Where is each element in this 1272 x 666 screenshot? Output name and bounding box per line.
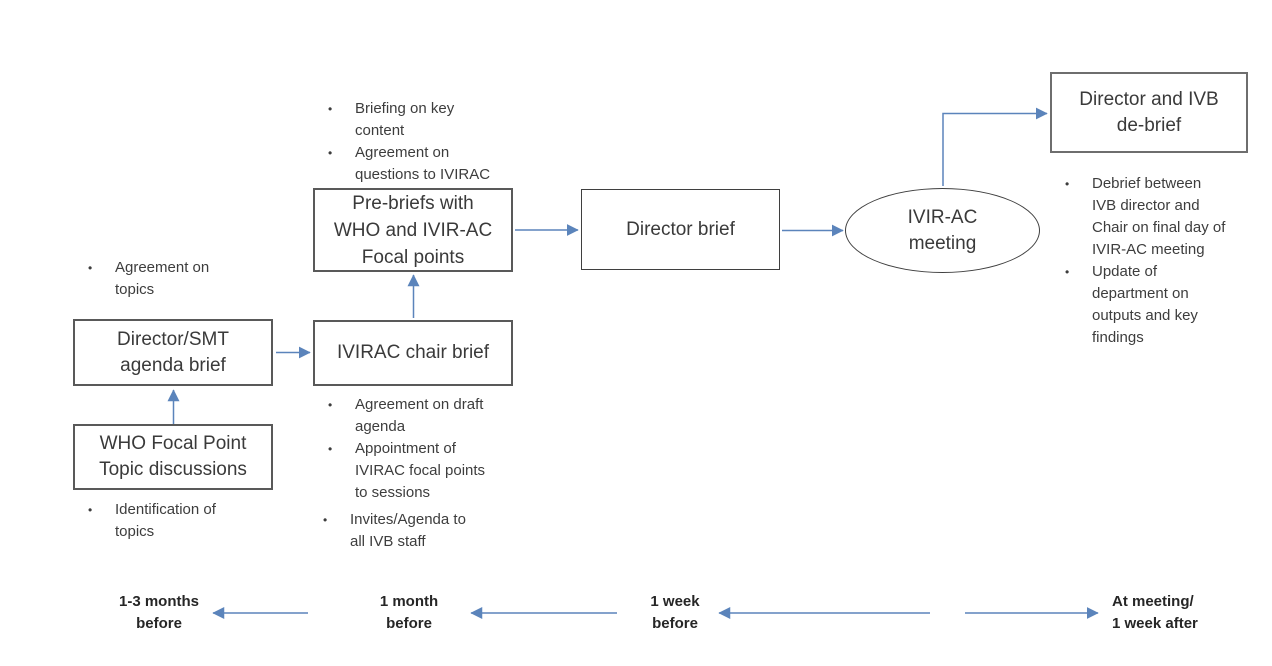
note-text: Agreement on draft agenda — [355, 396, 484, 435]
note-text: Invites/Agenda to all IVB staff — [350, 511, 466, 550]
node-director-ivb-debrief: Director and IVB de-brief — [1050, 72, 1248, 153]
timeline-label-1-week-before: 1 week before — [650, 593, 700, 632]
note-text: Debrief between IVB director and Chair o… — [1092, 175, 1226, 258]
bullet-icon: • — [1065, 265, 1070, 279]
timeline-label-1-month-before: 1 month before — [379, 593, 439, 632]
note-agreement-on-topics: • Agreement on topics — [88, 257, 268, 301]
bullet-icon: • — [1065, 177, 1070, 191]
note-chair-brief-bullets: • Agreement on draft agenda • Appointmen… — [328, 394, 528, 504]
timeline-label-at-meeting: At meeting/ 1 week after — [1112, 593, 1198, 632]
note-text: Agreement on topics — [115, 259, 210, 298]
note-text: Update of department on outputs and key … — [1092, 263, 1198, 346]
node-ivirac-chair-brief: IVIRAC chair brief — [313, 320, 513, 386]
bullet-icon: • — [88, 261, 93, 275]
bullet-icon: • — [328, 102, 333, 116]
node-pre-briefs: Pre-briefs with WHO and IVIR-AC Focal po… — [313, 188, 513, 272]
list-item: • Debrief between IVB director and Chair… — [1065, 173, 1260, 261]
list-item: • Agreement on topics — [88, 257, 268, 301]
list-item: • Agreement on draft agenda — [328, 394, 528, 438]
list-item: • Identification of topics — [88, 499, 268, 543]
list-item: • Briefing on key content — [328, 98, 528, 142]
node-who-focal-point-topics: WHO Focal Point Topic discussions — [73, 424, 273, 490]
note-text: Agreement on questions to IVIRAC — [355, 144, 491, 183]
timeline-label-1-3-months-before: 1-3 months before — [118, 593, 199, 632]
node-director-brief: Director brief — [581, 189, 780, 270]
note-text: Identification of topics — [115, 501, 216, 540]
node-director-smt-agenda-brief: Director/SMT agenda brief — [73, 319, 273, 386]
bullet-icon: • — [323, 513, 328, 527]
list-item: • Agreement on questions to IVIRAC — [328, 142, 528, 186]
bullet-icon: • — [328, 146, 333, 160]
node-ivirac-meeting: IVIR-AC meeting — [845, 188, 1040, 273]
list-item: • Invites/Agenda to all IVB staff — [323, 509, 523, 553]
bullet-icon: • — [88, 503, 93, 517]
note-invites-agenda: • Invites/Agenda to all IVB staff — [323, 509, 523, 553]
arrow-meeting-to-debrief — [942, 107, 1048, 186]
list-item: • Appointment of IVIRAC focal points to … — [328, 438, 528, 504]
note-text: Appointment of IVIRAC focal points to se… — [355, 440, 486, 501]
bullet-icon: • — [328, 442, 333, 456]
note-debrief-bullets: • Debrief between IVB director and Chair… — [1065, 173, 1260, 349]
list-item: • Update of department on outputs and ke… — [1065, 261, 1260, 349]
note-pre-briefs-bullets: • Briefing on key content • Agreement on… — [328, 98, 528, 186]
note-text: Briefing on key content — [355, 100, 455, 139]
note-identification-of-topics: • Identification of topics — [88, 499, 268, 543]
bullet-icon: • — [328, 398, 333, 412]
